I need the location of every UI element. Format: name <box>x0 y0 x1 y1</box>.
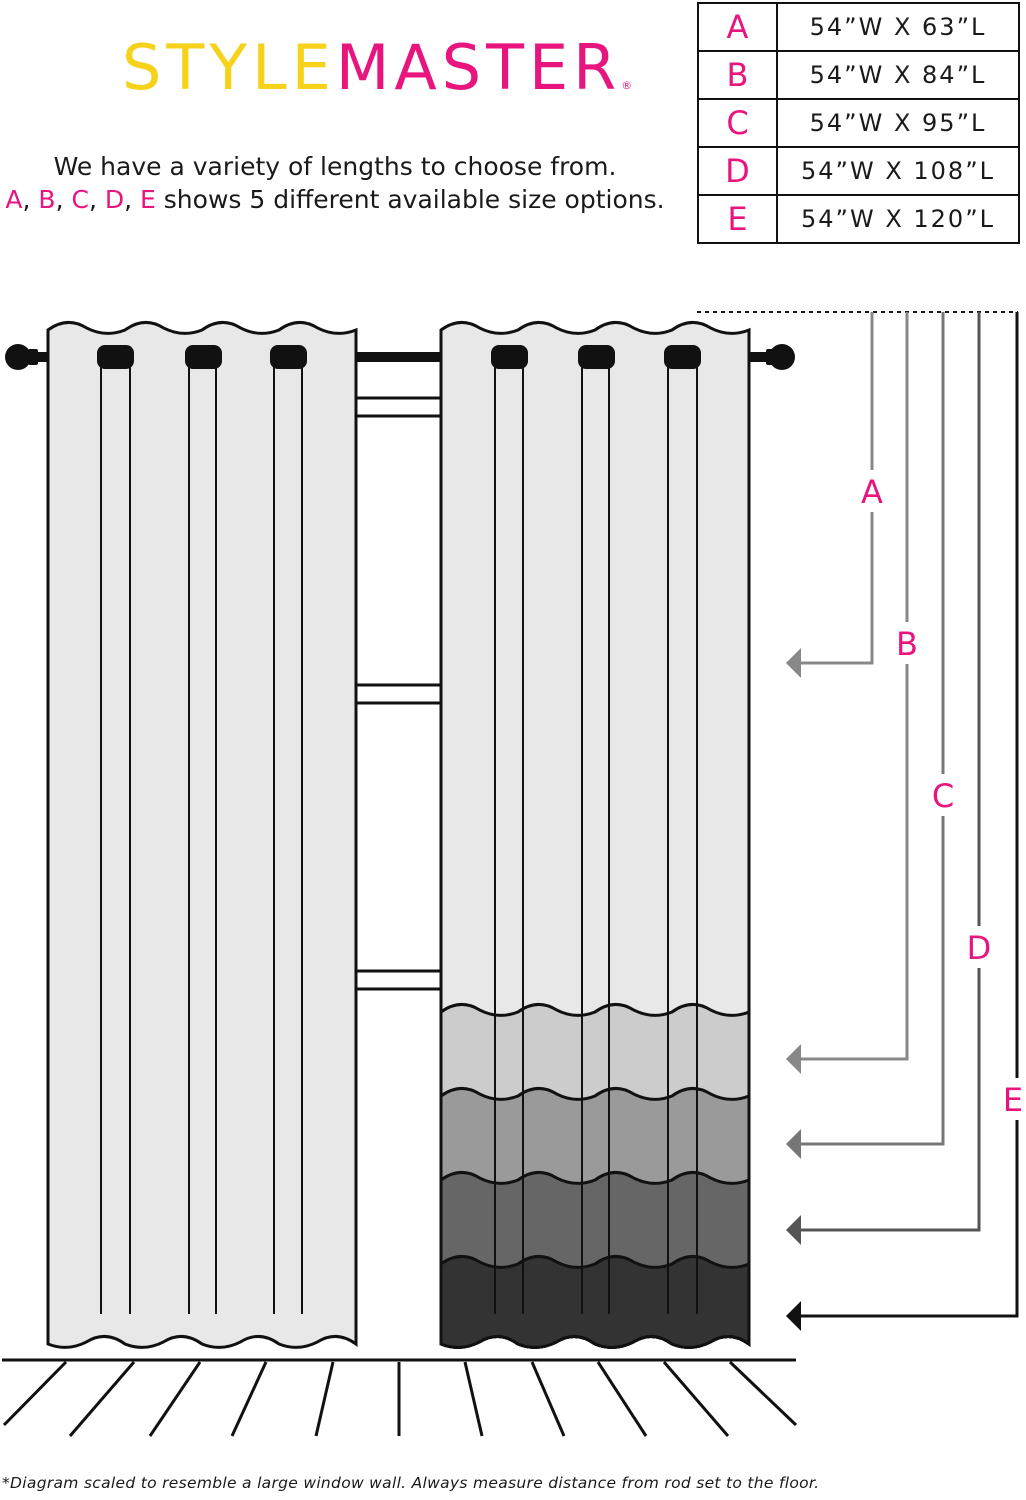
length-label-a: A <box>861 473 883 511</box>
curtain-rod <box>5 344 795 370</box>
grommet <box>185 345 222 369</box>
arrow-left-icon <box>786 648 801 678</box>
grommet <box>578 345 615 369</box>
rod-finial-left <box>5 344 31 370</box>
size-dimensions: 54”W X 84”L <box>776 50 1020 100</box>
intro-letter-a: A <box>5 185 23 214</box>
arrow-left-icon <box>786 1044 801 1074</box>
grommet <box>664 345 701 369</box>
floor <box>2 1358 798 1437</box>
arrow-left-icon <box>786 1129 801 1159</box>
length-label-e: E <box>1003 1081 1023 1119</box>
arrow-left-icon <box>786 1301 801 1331</box>
size-row-c: C 54”W X 95”L <box>697 98 1020 148</box>
brand-logo: STYLEMASTER® <box>122 30 632 124</box>
size-dimensions: 54”W X 95”L <box>776 98 1020 148</box>
length-label-d: D <box>967 929 992 967</box>
measure-path <box>800 312 1019 1318</box>
grommet <box>491 345 528 369</box>
measure-path <box>800 312 981 1232</box>
grommets <box>97 345 701 369</box>
size-code: A <box>697 2 778 52</box>
brand-name-part1: STYLE <box>122 31 336 104</box>
panel-length-e <box>439 1254 751 1349</box>
length-label-c: C <box>932 777 954 815</box>
size-dimensions: 54”W X 120”L <box>776 194 1020 244</box>
curtain-panel-right <box>439 320 751 1349</box>
measure-path <box>800 312 874 665</box>
intro-letter-d: D <box>104 185 125 214</box>
size-code: D <box>697 146 778 196</box>
intro-line-2: A, B, C, D, E shows 5 different availabl… <box>5 185 665 214</box>
intro-letter-b: B <box>38 185 56 214</box>
measurement-guides <box>697 311 1019 1331</box>
curtain-panel-left <box>46 320 358 1349</box>
grommet <box>270 345 307 369</box>
size-dimensions: 54”W X 63”L <box>776 2 1020 52</box>
intro-letter-e: E <box>140 185 156 214</box>
size-code: C <box>697 98 778 148</box>
size-row-a: A 54”W X 63”L <box>697 2 1020 52</box>
size-table: A 54”W X 63”L B 54”W X 84”L C 54”W X 95”… <box>697 2 1020 244</box>
length-labels: A B C D E <box>858 470 1025 1120</box>
measure-path <box>800 312 909 1061</box>
brand-name-part2: MASTER <box>335 31 622 104</box>
registered-mark: ® <box>621 79 633 92</box>
size-code: B <box>697 50 778 100</box>
intro-text: We have a variety of lengths to choose f… <box>0 150 670 216</box>
measure-line-d <box>786 312 981 1245</box>
grommet <box>97 345 134 369</box>
size-code: E <box>697 194 778 244</box>
arrow-left-icon <box>786 1215 801 1245</box>
measure-line-e <box>786 312 1019 1331</box>
size-row-b: B 54”W X 84”L <box>697 50 1020 100</box>
length-label-b: B <box>896 625 918 663</box>
size-dimensions: 54”W X 108”L <box>776 146 1020 196</box>
measure-path <box>800 312 945 1146</box>
measure-line-c <box>786 312 945 1159</box>
intro-line-2-suffix: shows 5 different available size options… <box>155 185 665 214</box>
measure-line-a <box>786 312 874 678</box>
footnote: *Diagram scaled to resemble a large wind… <box>2 1474 820 1492</box>
window-frame <box>357 396 441 991</box>
size-row-d: D 54”W X 108”L <box>697 146 1020 196</box>
size-row-e: E 54”W X 120”L <box>697 194 1020 244</box>
intro-line-1: We have a variety of lengths to choose f… <box>53 152 617 181</box>
measure-line-b <box>786 312 909 1074</box>
intro-letter-c: C <box>71 185 89 214</box>
